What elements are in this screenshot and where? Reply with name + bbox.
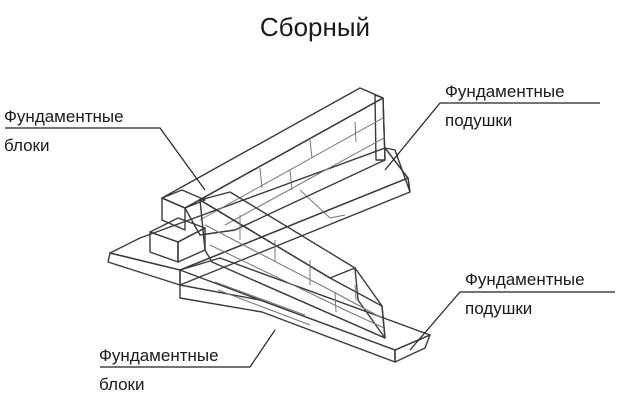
wall-back-course [224,137,385,226]
leader-blocks-bottom [100,329,276,368]
wall-stub-front [149,231,179,263]
pad-back-bevel [107,252,181,286]
wall-front-face [199,199,386,339]
wall-back-joint [259,167,263,189]
leader-blocks-top [5,127,206,191]
wall-front-end [354,267,386,339]
label-pads-top-line1: Фундаментные [445,82,565,101]
pad-front-joint [214,281,306,316]
diagram-title: Сборный [259,12,371,42]
label-blocks-top-line1: Фундаментные [4,107,124,126]
wall-back-end [374,94,386,161]
wall-front-joint [354,284,357,301]
wall-corner-front [161,197,186,231]
pad-front-end [394,334,431,363]
wall-front-joint [334,291,337,313]
label-pads-bottom: Фундаментные подушки [465,269,585,319]
wall-back-joint [309,139,313,159]
wall-back-face [184,97,386,236]
label-blocks-bottom: Фундаментные блоки [99,345,219,395]
wall-back-joint [354,121,357,143]
label-pads-top-line2: подушки [445,111,513,130]
pad-back-joint [299,189,331,219]
label-pads-bottom-line2: подушки [465,299,533,318]
label-blocks-top: Фундаментные блоки [4,106,124,156]
wall-back-course [199,117,384,221]
label-blocks-top-line2: блоки [4,136,50,155]
label-blocks-bottom-line1: Фундаментные [99,346,219,365]
wall-back-joint [289,169,293,191]
pad-front-joint [217,289,311,326]
wall-corner-top [161,189,206,209]
label-pads-bottom-line1: Фундаментные [465,270,585,289]
leader-pads-bottom [409,291,615,351]
wall-stub-side [177,227,206,263]
pad-back-end [384,147,411,193]
wall-front-course [209,244,385,329]
wall-front-course [204,224,383,319]
leader-pads-top [384,102,600,171]
label-blocks-bottom-line2: блоки [99,375,145,394]
label-pads-top: Фундаментные подушки [445,81,565,131]
pad-back-joint [329,214,346,219]
